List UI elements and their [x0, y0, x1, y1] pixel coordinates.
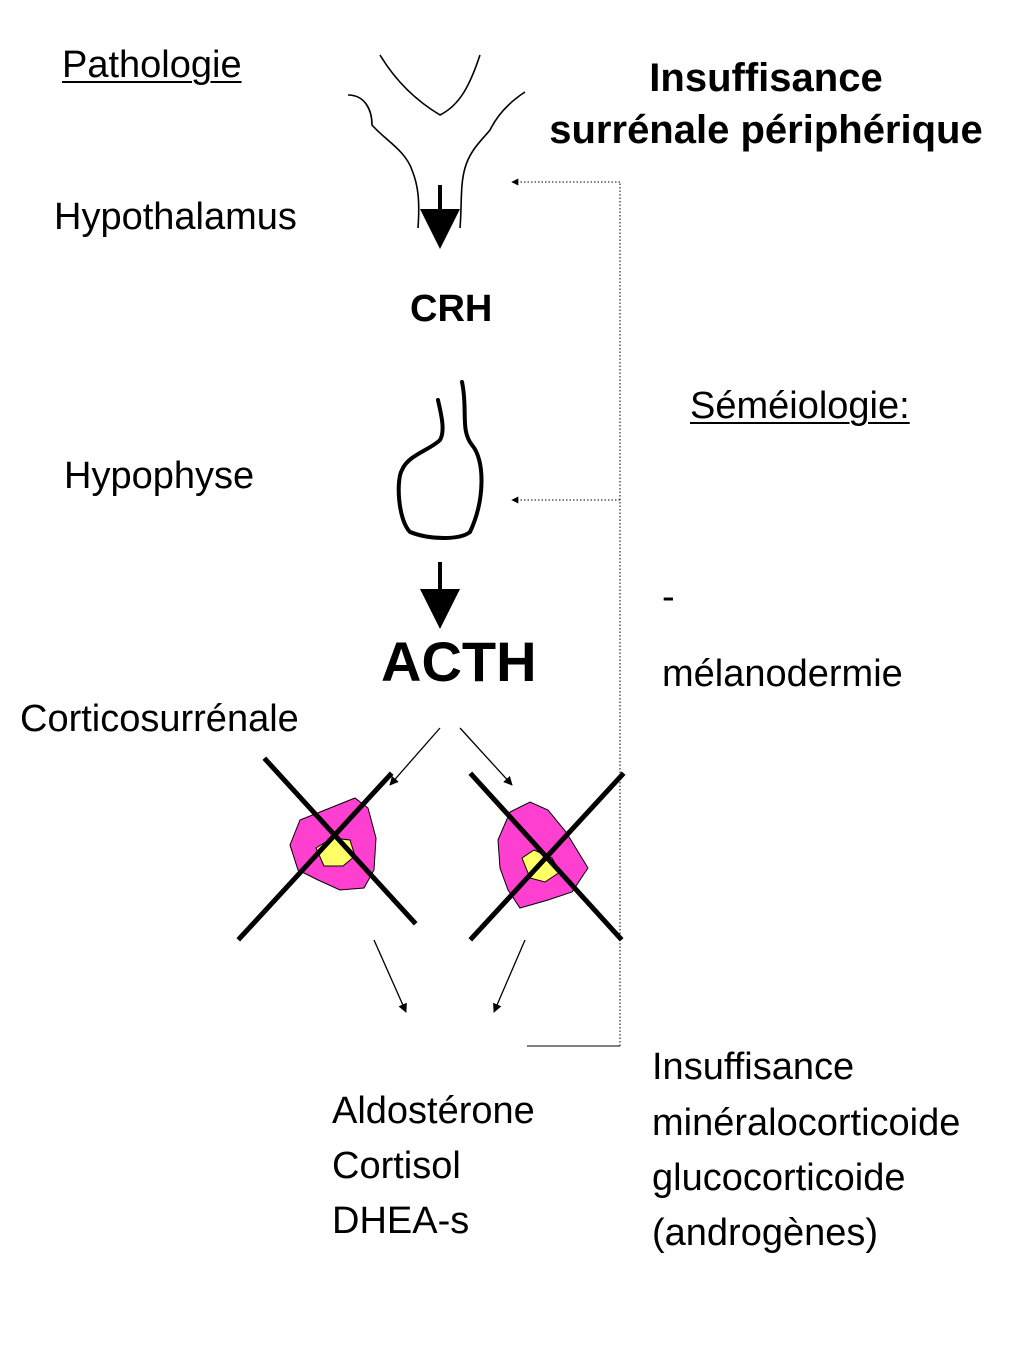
insufficiency-line2: minéralocorticoide	[652, 1102, 961, 1144]
hormone-cortisol: Cortisol	[332, 1145, 461, 1187]
crh-label: CRH	[410, 288, 493, 330]
right-adrenal-cross	[468, 771, 626, 942]
arrow-right-adrenal-to-hormones	[493, 939, 526, 1013]
hypothalamus-drawing	[347, 54, 526, 229]
insufficiency-line3: glucocorticoide	[652, 1157, 906, 1199]
arrow-left-adrenal-to-hormones	[373, 939, 407, 1013]
hypophyse-label: Hypophyse	[64, 455, 255, 497]
insufficiency-line1: Insuffisance	[652, 1046, 855, 1088]
hypothalamus-label: Hypothalamus	[54, 196, 297, 238]
page-title-line2: surrénale périphérique	[549, 108, 983, 152]
feedback-loop	[511, 178, 621, 1047]
left-adrenal-cross	[236, 756, 418, 942]
pituitary-drawing	[396, 380, 484, 540]
pathology-heading: Pathologie	[62, 44, 242, 86]
left-adrenal-gland	[289, 797, 377, 891]
insufficiency-line4: (androgènes)	[652, 1212, 879, 1254]
acth-label: ACTH	[381, 630, 537, 693]
arrow-acth-to-left-adrenal	[389, 727, 441, 786]
hormone-dhea-s: DHEA-s	[332, 1200, 470, 1242]
hormone-aldosterone: Aldostérone	[332, 1090, 535, 1132]
semeiology-item: mélanodermie	[662, 653, 903, 695]
page-title-line1: Insuffisance	[649, 56, 883, 100]
arrow-acth-to-right-adrenal	[459, 727, 513, 786]
semeiology-bullet: -	[662, 576, 675, 618]
corticosurrenale-label: Corticosurrénale	[20, 698, 299, 740]
semeiology-heading: Séméiologie:	[690, 385, 910, 427]
